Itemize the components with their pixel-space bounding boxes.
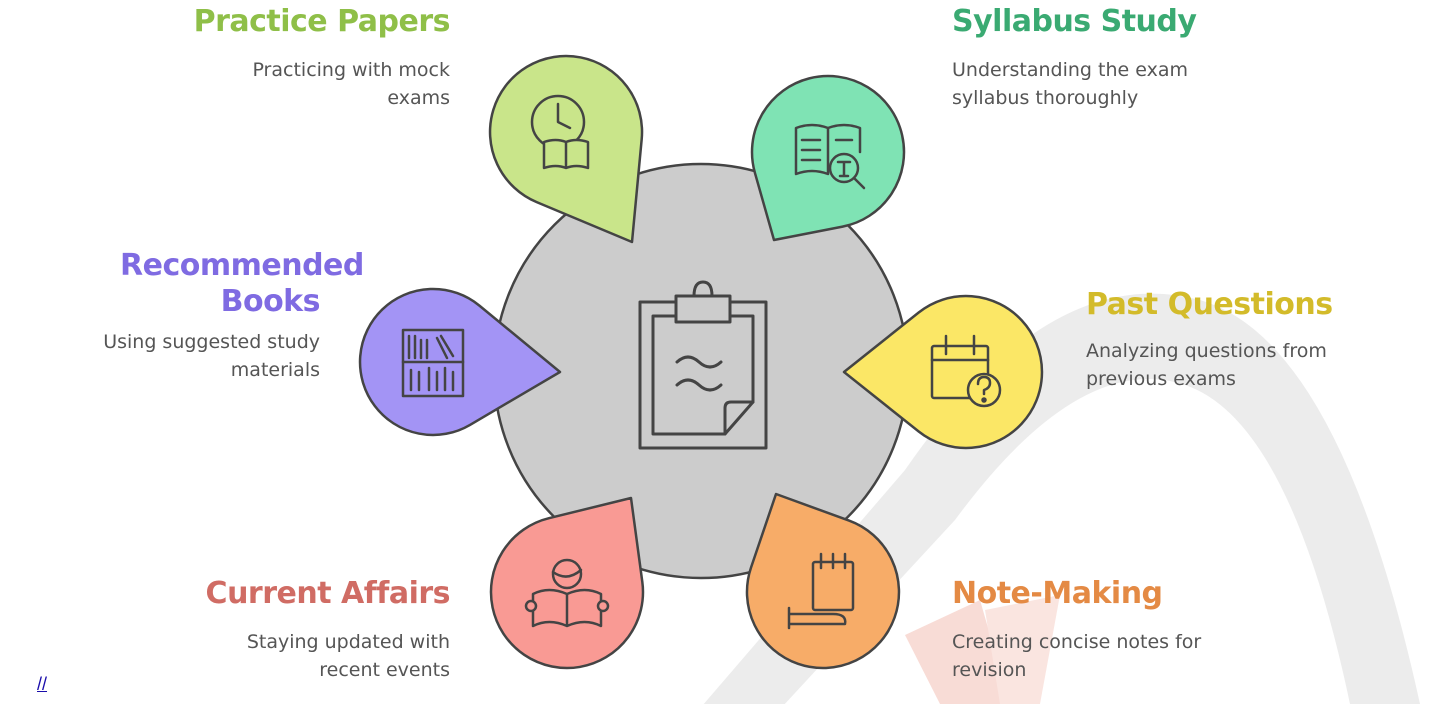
item-current-affairs: Current Affairs Staying updated with rec… (150, 576, 451, 684)
item-description: Staying updated with recent events (246, 631, 450, 681)
item-practice-papers: Practice Papers Practicing with mock exa… (120, 4, 451, 112)
item-title: Practice Papers (193, 4, 451, 39)
notepad-hand-icon (787, 552, 855, 630)
petal-notepad-hand (745, 492, 901, 670)
item-description: Creating concise notes for revision (952, 631, 1202, 681)
watermark-logo (703, 293, 1420, 704)
footer-link[interactable]: // (37, 674, 48, 694)
clock-book-icon (530, 94, 590, 170)
calendar-question-icon (930, 334, 1002, 408)
item-note-making: Note-Making Creating concise notes for r… (952, 576, 1252, 684)
petal-calendar-question (842, 294, 1044, 450)
item-description: Using suggested study materials (103, 331, 320, 381)
person-reading-icon (524, 558, 610, 628)
item-title: Syllabus Study (952, 4, 1197, 39)
item-recommended-books: Recommended Books Using suggested study … (40, 248, 364, 384)
book-search-icon (794, 123, 866, 190)
item-past-questions: Past Questions Analyzing questions from … (1086, 287, 1406, 393)
item-title: Note-Making (952, 576, 1163, 611)
bookshelf-icon (401, 328, 465, 398)
item-description: Analyzing questions from previous exams (1086, 340, 1327, 390)
item-title: Current Affairs (205, 576, 451, 611)
clipboard-icon (638, 280, 768, 450)
item-description: Practicing with mock exams (252, 59, 450, 109)
item-description: Understanding the exam syllabus thorough… (952, 59, 1188, 109)
item-syllabus-study: Syllabus Study Understanding the exam sy… (952, 4, 1272, 112)
item-title: Recommended Books (120, 248, 364, 319)
petal-person-reading (489, 496, 645, 670)
item-title: Past Questions (1086, 287, 1333, 322)
